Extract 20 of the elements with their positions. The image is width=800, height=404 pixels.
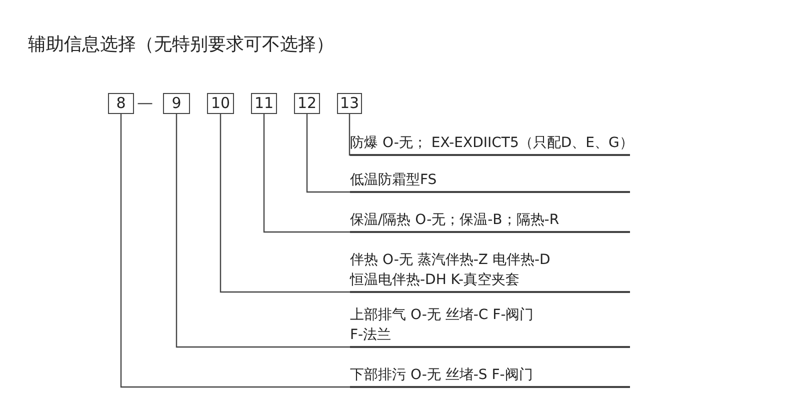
separator-dash: — bbox=[137, 92, 153, 114]
leader-line bbox=[306, 114, 350, 193]
code-box: 8 bbox=[108, 93, 134, 114]
option-text: 下部排污 O-无 丝堵-S F-阀门 bbox=[350, 364, 630, 388]
option-text: 防爆 O-无； EX-EXDIICT5（只配D、E、G） bbox=[350, 132, 735, 156]
option-text: 上部排气 O-无 丝堵-C F-阀门 F-法兰 bbox=[350, 304, 630, 348]
code-box: 9 bbox=[163, 93, 190, 114]
leader-line bbox=[220, 114, 350, 293]
leader-line bbox=[263, 114, 350, 233]
leader-line bbox=[348, 114, 351, 156]
leader-line bbox=[120, 114, 350, 388]
code-box: 11 bbox=[251, 93, 277, 114]
code-box: 13 bbox=[337, 93, 362, 114]
code-box: 10 bbox=[207, 93, 234, 114]
option-text: 伴热 O-无 蒸汽伴热-Z 电伴热-D 恒温电伴热-DH K-真空夹套 bbox=[350, 250, 630, 293]
leader-line bbox=[176, 114, 350, 348]
option-text: 保温/隔热 O-无；保温-B；隔热-R bbox=[350, 210, 630, 233]
code-box: 12 bbox=[294, 93, 320, 114]
title: 辅助信息选择（无特别要求可不选择） bbox=[28, 33, 334, 56]
option-text: 低温防霜型FS bbox=[350, 170, 630, 193]
